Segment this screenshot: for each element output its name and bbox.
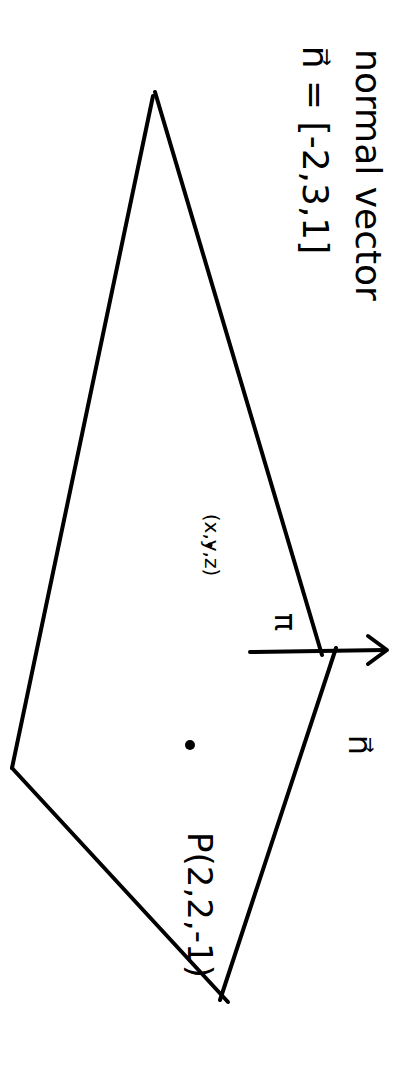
normal-arrow-shaft (250, 650, 385, 652)
plane-edge (12, 768, 228, 1002)
plane-name: π (270, 613, 300, 631)
plane-edge (12, 96, 153, 768)
point-dot (185, 740, 195, 750)
point-label: P(2,2,-1) (183, 832, 217, 978)
plane-edge (220, 648, 336, 1000)
vector-name: n⃗ (344, 735, 376, 755)
heading-note: normal vector (350, 49, 386, 301)
normal-arrow-head (368, 636, 387, 664)
vector-formula: n⃗ = [-2,3,1] (297, 46, 333, 255)
point-coordinates: (x,y,z) (202, 514, 222, 577)
